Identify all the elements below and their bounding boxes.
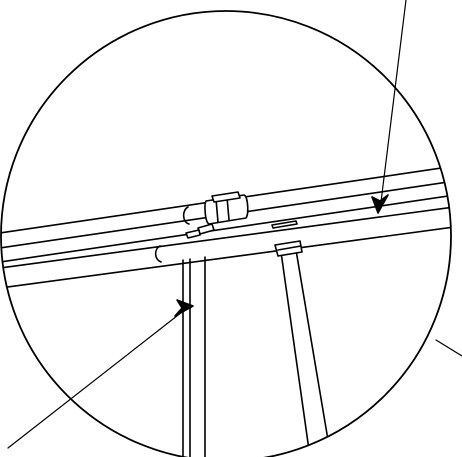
clamp-band-2: [226, 196, 230, 221]
left-vertical-leg: [182, 256, 206, 457]
right-leg-right-edge: [295, 249, 329, 441]
tube-slot-mark: [271, 220, 298, 229]
leg-top-clip: [271, 220, 303, 257]
leader-line-bottom-left: [7, 311, 183, 449]
tube-joint-clamp: [185, 191, 249, 239]
lower-sleeve-end-cap: [154, 245, 162, 263]
tube-sleeve-end: [154, 206, 190, 263]
upper-sleeve-end-cap: [182, 206, 190, 225]
lower-tube-bottom-edge: [1, 225, 451, 289]
clamp-band-1: [215, 198, 219, 223]
detail-contents: [1, 164, 451, 457]
magnified-detail-circle: [0, 10, 452, 457]
clamp-hook: [197, 223, 215, 235]
clamp-hook-lower: [185, 229, 201, 239]
lower-horizontal-tube: [1, 205, 451, 289]
direction-arrows: [174, 194, 389, 317]
clamp-lug-top: [211, 191, 241, 203]
lower-tube-top-edge: [1, 205, 451, 269]
upper-tube-bottom-edge: [1, 193, 451, 263]
right-vertical-leg: [280, 249, 329, 457]
leg-clip-ridge: [277, 245, 302, 251]
arrow-up-left: [174, 299, 194, 317]
leader-line-right: [435, 339, 462, 357]
right-leg-left-edge: [280, 251, 311, 457]
leader-line-top-right: [379, 0, 407, 211]
detail-leader-lines: [7, 0, 462, 449]
arrow-down-right: [371, 194, 389, 214]
